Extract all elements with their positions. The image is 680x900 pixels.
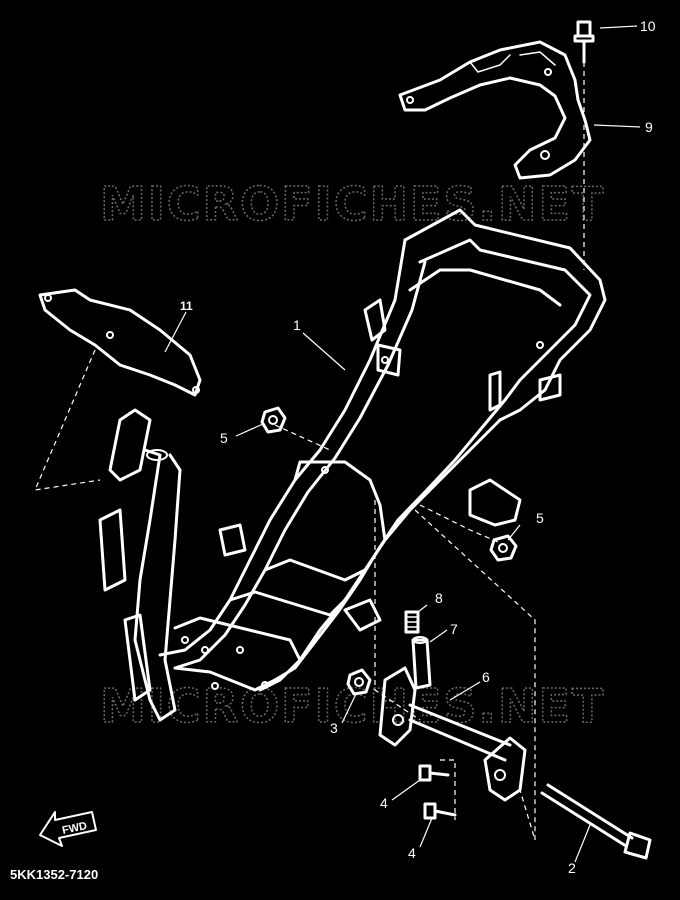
- main-frame-part: [98, 208, 607, 722]
- diagram-code: 5KK1352-7120: [10, 867, 99, 882]
- callout-bolt-lower: 4: [408, 845, 416, 861]
- callout-nut-left: 5: [220, 430, 228, 446]
- callout-carrier: 9: [645, 119, 653, 135]
- callout-nut-right: 5: [536, 510, 544, 526]
- bolt-upper-part: [418, 764, 450, 782]
- nut-right-part: [489, 534, 518, 562]
- fwd-arrow-icon: FWD: [39, 811, 97, 847]
- carrier-bracket-part: [398, 40, 592, 180]
- callout-damper: 8: [435, 590, 443, 606]
- callout-nut-lower: 3: [330, 720, 338, 736]
- fwd-label: FWD: [61, 820, 88, 837]
- damper-part: [404, 610, 420, 634]
- long-bolt-part: [540, 783, 652, 860]
- callout-frame: 1: [293, 317, 301, 333]
- collar-part: [411, 636, 432, 690]
- nut-lower-part: [346, 668, 372, 696]
- callout-plate-front: 11: [180, 299, 193, 313]
- callout-bolt-long: 2: [568, 860, 576, 876]
- callout-bolt-top: 10: [640, 18, 656, 34]
- engine-bracket-part: [378, 666, 527, 802]
- watermark-bottom: MICROFICHES.NET: [100, 679, 605, 733]
- front-plate-part: [38, 288, 202, 397]
- top-bolt-part: [573, 20, 595, 270]
- watermark-top: MICROFICHES.NET: [100, 177, 605, 231]
- callout-collar: 7: [450, 621, 458, 637]
- callout-bolt-upper: 4: [380, 795, 388, 811]
- callout-engine-bracket: 6: [482, 669, 490, 685]
- bolt-lower-part: [423, 802, 457, 820]
- nut-left-part: [260, 406, 287, 434]
